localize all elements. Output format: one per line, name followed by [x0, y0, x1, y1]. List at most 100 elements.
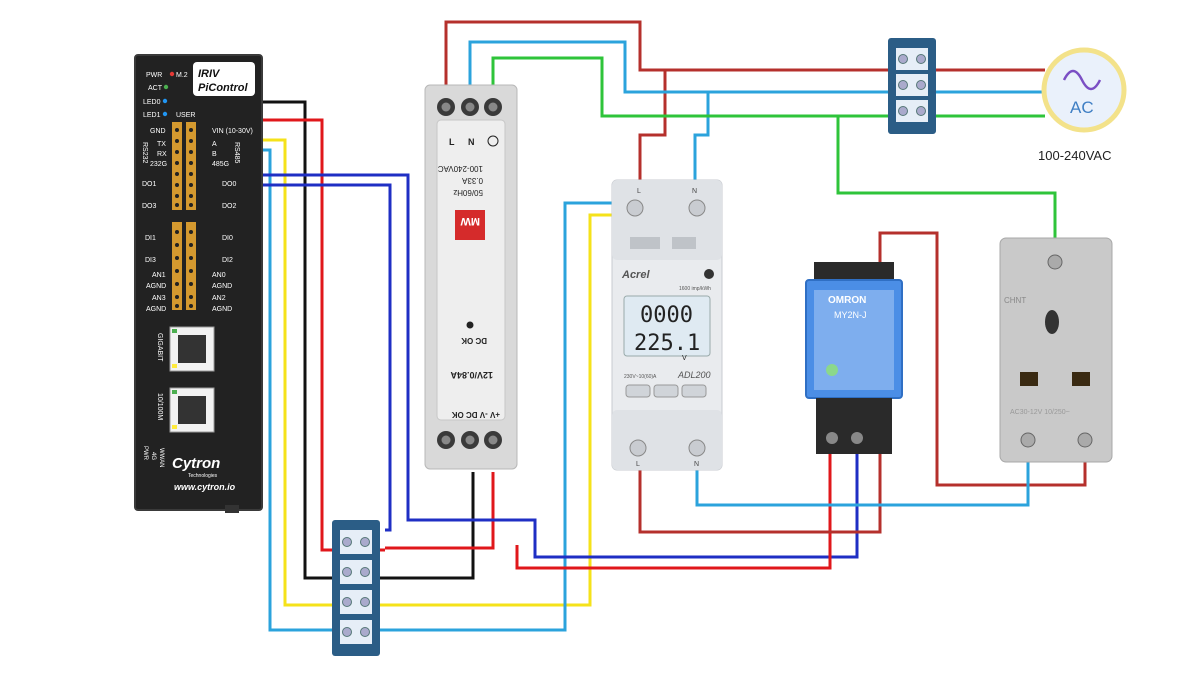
- pulse-led: [704, 269, 714, 279]
- pin-b: B: [212, 151, 217, 158]
- omron-relay: OMRON MY2N-J: [805, 262, 903, 454]
- meter-l-bottom: L: [636, 461, 640, 468]
- psu-output: 12V/0.84A: [450, 370, 493, 380]
- ethernet-100m-port[interactable]: [169, 387, 215, 433]
- pin-232g: 232G: [150, 161, 167, 168]
- psu-dc-ok: DC OK: [461, 336, 487, 345]
- ac-terminal-block: [888, 38, 936, 134]
- controller-act: ACT: [148, 85, 163, 92]
- meter-display-line2: 225.1: [634, 331, 700, 356]
- wire-meter-n-out: [695, 455, 1030, 507]
- terminal-pins: [172, 122, 196, 310]
- socket-brand: CHNT: [1004, 296, 1026, 305]
- wire-relay-socket: [878, 231, 1087, 487]
- pin-agnd-3: AGND: [146, 306, 166, 313]
- psu-out-terms: +V -V DC OK: [452, 410, 500, 419]
- cytron-logo: Cytron: [172, 455, 220, 472]
- relay-brand: OMRON: [828, 295, 866, 306]
- pin-a: A: [212, 141, 217, 148]
- gigabit-port[interactable]: [169, 326, 215, 372]
- socket-pin-right: [1072, 372, 1090, 386]
- socket-screw-top: [1047, 254, 1063, 270]
- ac-voltage: 100-240VAC: [1038, 148, 1111, 163]
- controller-pwr: PWR: [146, 72, 162, 79]
- socket-rating: AC30-12V 10/250~: [1010, 409, 1070, 416]
- earth-icon: [487, 135, 499, 147]
- cytron-sub: Technologies: [188, 473, 218, 479]
- rs232-label: RS232: [141, 142, 148, 164]
- mean-well-psu: L N 100-240VAC 0.33A 50/60Hz MW DC OK 12…: [424, 84, 518, 470]
- mw-logo: MW: [455, 210, 485, 240]
- psu-input-2: 0.33A: [461, 176, 483, 185]
- meter-n-bottom: N: [694, 461, 699, 468]
- pin-do1: DO1: [142, 181, 157, 188]
- pin-do0: DO0: [222, 181, 237, 188]
- controller-m2: M.2: [176, 72, 188, 79]
- psu-label-l: L: [449, 137, 455, 147]
- pin-an3: AN3: [152, 295, 166, 302]
- wwan-label: WWAN: [158, 448, 164, 467]
- pin-tx: TX: [157, 141, 166, 148]
- meter-display: [623, 295, 711, 357]
- port-100m-label: 10/100M: [156, 393, 163, 420]
- psu-input-3: 50/60Hz: [453, 188, 483, 197]
- socket-pin-left: [1020, 372, 1038, 386]
- wire-red-relay: [515, 452, 832, 570]
- pin-di0: DI0: [222, 235, 233, 242]
- psu-input-terminals: [437, 98, 502, 116]
- ac-source: AC 100-240VAC: [1038, 47, 1127, 163]
- pin-vin: VIN (10-30V): [212, 128, 253, 135]
- meter-button-up[interactable]: [625, 384, 651, 398]
- pwr-label-2: PWR: [142, 446, 148, 461]
- dc-ok-led: [466, 321, 474, 329]
- relay-model: MY2N-J: [834, 310, 867, 320]
- cytron-url: www.cytron.io: [174, 482, 236, 492]
- pin-rx: RX: [157, 151, 167, 158]
- pin-an2: AN2: [212, 295, 226, 302]
- meter-rating: 230V~10(60)A: [624, 374, 657, 380]
- meter-model: ADL200: [677, 370, 711, 380]
- controller-led0: LED0: [143, 99, 161, 106]
- iriv-picontrol-controller: IRIV PiControl PWR M.2 ACT LED0 LED1 USE…: [134, 54, 263, 513]
- meter-unit: V: [682, 355, 687, 362]
- meter-brand: Acrel: [621, 269, 650, 281]
- gigabit-label: GIGABIT: [156, 333, 163, 362]
- pin-an0: AN0: [212, 272, 226, 279]
- rs485-label: RS485: [233, 142, 240, 164]
- wire-psu-earth-green: [491, 56, 1057, 245]
- pin-agnd-2: AGND: [212, 283, 232, 290]
- pin-485g: 485G: [212, 161, 229, 168]
- meter-button-enter[interactable]: [681, 384, 707, 398]
- wire-blue-do0: [195, 173, 859, 559]
- meter-screw-l: [626, 199, 644, 217]
- psu-output-terminals: [437, 431, 502, 449]
- meter-display-line1: 0000: [640, 303, 693, 328]
- meter-pulse: 1600 imp/kWh: [679, 286, 711, 292]
- pin-di3: DI3: [145, 257, 156, 264]
- pin-di2: DI2: [222, 257, 233, 264]
- 4g-label: 4G: [150, 452, 156, 460]
- meter-n-top: N: [692, 188, 697, 195]
- pin-agnd-1: AGND: [146, 283, 166, 290]
- led1-led: [162, 111, 168, 117]
- wire-meter-l-out: [638, 420, 882, 534]
- meter-screw-n: [688, 199, 706, 217]
- socket-screw-bottom-right: [1077, 432, 1093, 448]
- meter-button-down[interactable]: [653, 384, 679, 398]
- wire-blue-2: [195, 183, 392, 532]
- pin-an1: AN1: [152, 272, 166, 279]
- act-led: [163, 84, 169, 90]
- pin-do3: DO3: [142, 203, 157, 210]
- pin-agnd-4: AGND: [212, 306, 232, 313]
- psu-label-n: N: [468, 137, 475, 147]
- controller-led1: LED1: [143, 112, 161, 119]
- meter-l-top: L: [637, 188, 641, 195]
- terminal-pin-holes: [175, 128, 193, 308]
- wire-psu-l-red: [444, 20, 1045, 190]
- dc-terminal-block: [332, 520, 380, 656]
- acrel-energy-meter: L N Acrel 1600 imp/kWh 0000 225.1 V 230V…: [611, 179, 723, 471]
- wire-psu-n-cyan: [468, 40, 1045, 195]
- wire-black-gnd: [180, 100, 475, 580]
- sine-wave-icon: [1062, 69, 1102, 91]
